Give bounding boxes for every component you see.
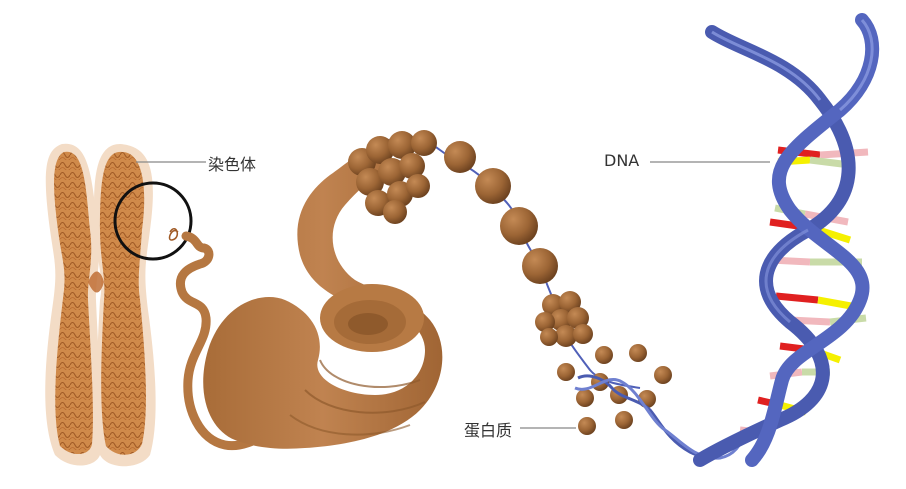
dna-label: DNA [604,151,640,170]
chromatid-left [54,151,93,455]
nucleosome-bead [366,136,394,164]
nucleosome-bead [406,174,430,198]
nucleosome-bead [535,312,555,332]
protein-bead [578,417,596,435]
centromere-twist [88,271,104,293]
protein-label: 蛋白质 [464,421,513,440]
nucleosome-bead [475,168,511,204]
nucleosome-bead [567,307,589,329]
protein-bead [595,346,613,364]
nucleosome-bead [411,130,437,156]
supercoil [203,150,443,449]
chromatin-fiber [176,231,273,451]
linker-dna [374,135,641,389]
nucleosome-bead [378,158,406,186]
nucleosome-bead [444,141,476,173]
protein-bead [629,344,647,362]
chromatid-right [100,151,146,455]
nucleosome-bead [399,153,425,179]
nucleosome-bead [383,200,407,224]
protein-bead [615,411,633,429]
nucleosome-bead [500,207,538,245]
chromosome-label: 染色体 [208,155,257,174]
nucleosome-bead [555,325,577,347]
nucleosome-bead [573,324,593,344]
protein-bead [557,363,575,381]
nucleosome-bead [522,248,558,284]
protein-bead [576,389,594,407]
dna-double-helix [693,13,880,467]
nucleosome-bead [356,168,384,196]
nucleosome-bead [388,131,416,159]
protein-bead [654,366,672,384]
magnifier-circle [113,181,193,261]
nucleosome-beads [348,130,641,389]
nucleosome-bead [540,328,558,346]
chromosome [45,143,193,467]
